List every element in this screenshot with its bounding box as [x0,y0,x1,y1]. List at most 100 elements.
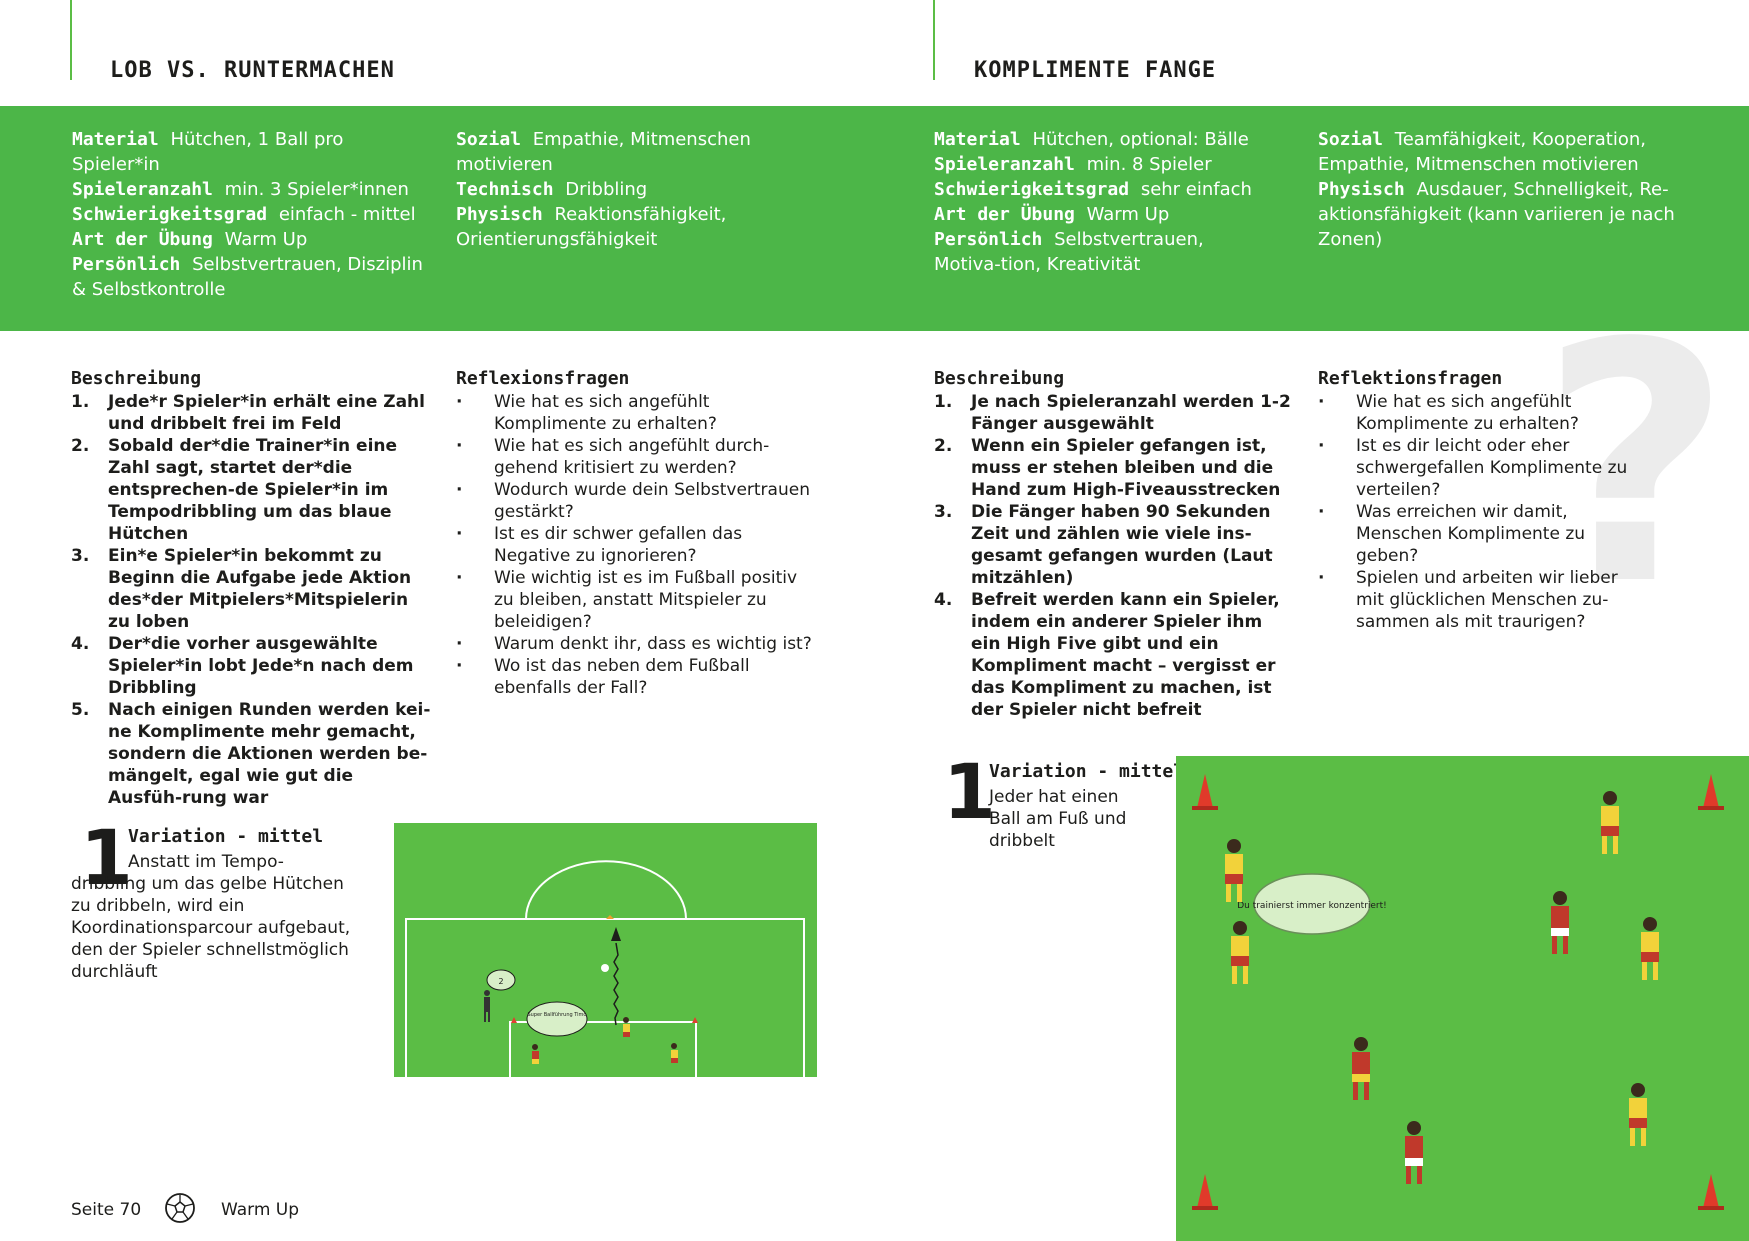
property-row: Persönlich Selbstvertrauen, Motiva-tion,… [934,227,1274,277]
step-text: Der*die vorher ausgewählte Spieler*in lo… [108,634,414,698]
property-row: Material Hütchen, optional: Bälle [934,127,1274,152]
step-text: Nach einigen Runden werden kei-ne Kompli… [108,700,431,808]
property-label: Persönlich [72,254,181,275]
description-heading-left: Beschreibung [71,368,202,389]
property-value: min. 8 Spieler [1086,154,1212,175]
property-value: Hütchen, 1 Ball pro Spieler*in [72,129,344,175]
list-item: 4. Der*die vorher ausgewählte Spieler*in … [71,633,431,699]
cone-top-right [1703,774,1719,808]
properties-right-col2: Sozial Teamfähigkeit, Kooperation, Empat… [1318,127,1678,252]
property-value: Teamfähigkeit, Kooperation, Empathie, Mi… [1318,129,1646,175]
field-diagram-left-svg: 2 Super Ballführung Timo [405,860,805,1077]
property-label: Material [934,129,1021,150]
property-row: Technisch Dribbling [456,177,786,202]
property-label: Sozial [456,129,522,150]
variation-text-right: Jeder hat einen Ball am Fuß und dribbelt [989,787,1127,851]
exercise-title-right: KOMPLIMENTE FANGE [974,58,1217,83]
player-red-c [1405,1121,1423,1184]
step-text: Ein*e Spieler*in bekommt zu Beginn die A… [108,546,412,632]
property-row: Art der Übung Warm Up [72,227,432,252]
property-label: Art der Übung [72,229,213,250]
property-value: Reaktionsfähigkeit, Orientierungsfähigke… [456,204,727,250]
cone-bottom-left [1197,1174,1213,1208]
cone-goal-right [692,1017,698,1023]
step-number: 3. [934,502,953,522]
variation-title-right: Variation - mittel [989,761,1185,782]
player-yellow-b [1231,921,1249,984]
variation-number-left: 1 [80,813,133,902]
property-row: Art der Übung Warm Up [934,202,1274,227]
list-item: Wie hat es sich angefühlt Komplimente zu… [456,391,816,435]
list-item: Wo ist das neben dem Fußball ebenfalls d… [456,655,816,699]
property-label: Art der Übung [934,204,1075,225]
list-item: Wodurch wurde dein Selbstvertrauen gestä… [456,479,816,523]
cone-bottom-right [1703,1174,1719,1208]
step-text: Befreit werden kann ein Spieler, indem e… [971,590,1280,720]
step-number: 4. [71,634,90,654]
property-label: Spieleranzahl [72,179,213,200]
property-row: Spieleranzahl min. 8 Spieler [934,152,1274,177]
list-item: 3. Die Fänger haben 90 Sekunden Zeit und … [934,501,1294,589]
property-value: min. 3 Spieler*innen [224,179,409,200]
cone-goal-left [511,1017,517,1023]
field-diagram-left: 2 Super Ballführung Timo [394,823,817,1077]
description-heading-right: Beschreibung [934,368,1065,389]
variation-text-left: Anstatt im Tempo-dribbling um das gelbe … [71,852,351,982]
property-row: Physisch Ausdauer, Schnelligkeit, Re-akt… [1318,177,1678,252]
questions-list-left: Wie hat es sich angefühlt Komplimente zu… [456,391,816,699]
step-text: Sobald der*die Trainer*in eine Zahl sagt… [108,436,398,544]
dribble-path [613,942,619,1026]
variation-number-right: 1 [943,747,996,836]
list-item: 4.Befreit werden kann ein Spieler, indem… [934,589,1294,721]
field-diagram-right-svg: Du trainierst immer konzentriert! [1192,774,1724,1210]
property-value: Dribbling [565,179,648,200]
property-row: Material Hütchen, 1 Ball pro Spieler*in [72,127,432,177]
player-yellow-c [1601,791,1619,854]
speech-bubble-small [486,969,516,991]
arrow-head [611,927,621,941]
step-text: Je nach Spieleranzahl werden 1-2 Fänger … [971,392,1291,434]
property-row: Schwierigkeitsgrad sehr einfach [934,177,1274,202]
list-item: 2. Wenn ein Spieler gefangen ist, muss er… [934,435,1294,501]
property-label: Schwierigkeitsgrad [934,179,1130,200]
exercise-title-left: LOB VS. RUNTERMACHEN [110,58,395,83]
list-item: 2.Sobald der*die Trainer*in eine Zahl sa… [71,435,431,545]
speech-bubble [1253,873,1371,935]
player-yellow-1 [623,1017,630,1037]
list-item: 1.Jede*r Spieler*in erhält eine Zahl und… [71,391,431,435]
reflection-heading-right: Reflektionsfragen [1318,368,1503,389]
goal-area [509,1021,697,1077]
step-number: 2. [934,436,953,456]
property-row: Schwierigkeitsgrad einfach - mittel [72,202,432,227]
penalty-arc [525,860,687,920]
steps-list-right: 1.Je nach Spieleranzahl werden 1-2 Fänge… [934,391,1294,721]
property-label: Persönlich [934,229,1043,250]
step-text: Wenn ein Spieler gefangen ist, muss er s… [971,436,1281,500]
property-value: Hütchen, optional: Bälle [1032,129,1249,150]
property-label: Schwierigkeitsgrad [72,204,268,225]
player-red-a [1551,891,1569,954]
player-yellow-d [1641,917,1659,980]
speech-bubble-small-text: 2 [498,977,503,986]
property-row: Sozial Teamfähigkeit, Kooperation, Empat… [1318,127,1678,177]
player-red-b [1352,1037,1370,1100]
property-row: Physisch Reaktionsfähigkeit, Orientierun… [456,202,786,252]
player-red-1 [532,1044,539,1064]
variation-title-left: Variation - mittel [128,826,324,847]
property-value: Warm Up [224,229,308,250]
property-value: Warm Up [1086,204,1170,225]
penalty-spot [601,964,609,972]
list-item: Wie wichtig ist es im Fußball positiv zu… [456,567,816,633]
property-row: Spieleranzahl min. 3 Spieler*innen [72,177,432,202]
property-label: Material [72,129,159,150]
property-value: Selbstvertrauen, Motiva-tion, Kreativitä… [934,229,1204,275]
steps-list-left: 1.Jede*r Spieler*in erhält eine Zahl und… [71,391,431,809]
list-item: Was erreichen wir damit, Menschen Kompli… [1318,501,1628,567]
speech-bubble-text: Du trainierst immer konzentriert! [1237,901,1387,911]
list-item: Ist es dir leicht oder eher schwergefall… [1318,435,1628,501]
step-text: Die Fänger haben 90 Sekunden Zeit und zä… [971,502,1273,588]
property-value: sehr einfach [1140,179,1252,200]
property-row: Sozial Empathie, Mitmenschen motivieren [456,127,786,177]
field-diagram-right: Du trainierst immer konzentriert! [1176,756,1749,1241]
